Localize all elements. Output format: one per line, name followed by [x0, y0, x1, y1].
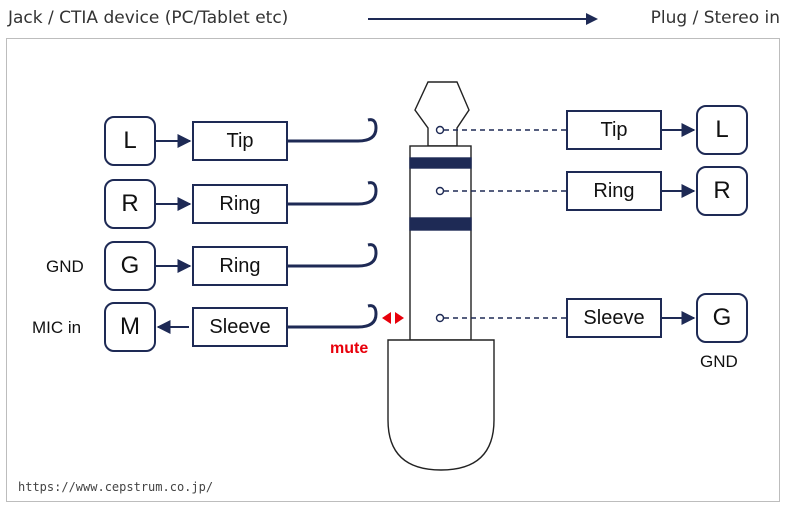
- jack-key-l: L: [104, 116, 156, 166]
- jack-key-r: R: [104, 179, 156, 229]
- jack-terminal-tip: Tip: [192, 121, 288, 161]
- diagram-frame: [6, 38, 780, 502]
- plug-connectors: [660, 123, 696, 325]
- jack-terminal-ring-1: Ring: [192, 184, 288, 224]
- header-left-title: Jack / CTIA device (PC/Tablet etc): [8, 8, 289, 28]
- header-arrow: [368, 13, 598, 25]
- plug-key-l: L: [696, 105, 748, 155]
- plug-label-gnd: GND: [700, 352, 738, 371]
- plug-illustration: [387, 81, 495, 471]
- plug-key-g: G: [696, 293, 748, 343]
- header-right-title: Plug / Stereo in: [650, 8, 780, 28]
- jack-key-m: M: [104, 302, 156, 352]
- plug-dashed-links: [444, 129, 566, 319]
- footer-url: https://www.cepstrum.co.jp/: [18, 480, 214, 494]
- jack-key-g: G: [104, 241, 156, 291]
- jack-contacts: [288, 118, 378, 329]
- plug-key-r: R: [696, 166, 748, 216]
- jack-label-mic-in: MIC in: [32, 318, 82, 337]
- jack-terminal-sleeve: Sleeve: [192, 307, 288, 347]
- mute-arrow: [382, 312, 404, 324]
- mute-label: mute: [330, 340, 369, 357]
- plug-terminal-tip: Tip: [566, 110, 662, 150]
- jack-connectors: [156, 134, 192, 334]
- plug-terminal-ring: Ring: [566, 171, 662, 211]
- jack-label-gnd: GND: [46, 257, 84, 276]
- jack-terminal-ring-2: Ring: [192, 246, 288, 286]
- plug-terminal-sleeve: Sleeve: [566, 298, 662, 338]
